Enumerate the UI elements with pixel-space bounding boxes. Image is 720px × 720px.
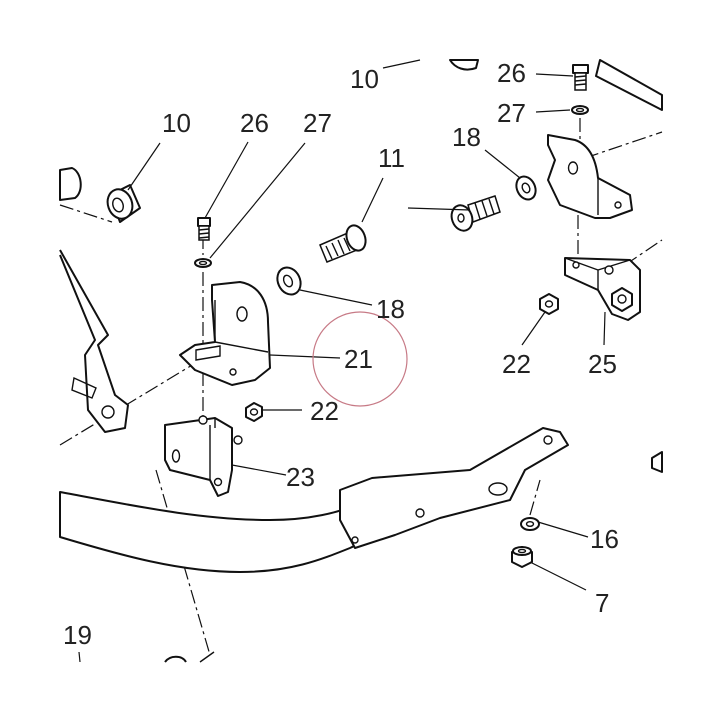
spacer-part-10-left (106, 184, 141, 223)
callout-10-left: 10 (162, 108, 191, 138)
callout-22-left: 22 (310, 396, 339, 426)
nut-part-22-right (539, 293, 559, 315)
bracket-part-21 (179, 281, 271, 386)
callout-18-right: 18 (452, 122, 481, 152)
callout-25: 25 (588, 349, 617, 379)
callout-26-right: 26 (497, 58, 526, 88)
upper-right-rod (595, 59, 663, 111)
shoulder-bolt-part-11 (319, 224, 367, 263)
callout-7: 7 (595, 588, 609, 618)
washer-part-18-left (276, 266, 302, 296)
nut-part-22-left (245, 402, 263, 422)
right-upper-bracket (547, 134, 633, 219)
shoulder-bolt-part-11-right (450, 195, 501, 232)
part-10-top-fragment (449, 59, 479, 71)
highlight-circle (312, 311, 408, 407)
bracket-part-23 (164, 415, 243, 497)
callout-labels: 10 26 27 18 10 26 27 11 18 21 22 23 22 2… (63, 58, 619, 650)
washer-part-18-right (515, 175, 537, 201)
callout-21: 21 (344, 344, 373, 374)
bottom-fragment (164, 651, 215, 663)
callout-11: 11 (378, 143, 405, 173)
left-cylinder-part (59, 167, 82, 201)
nut-part-7 (511, 546, 533, 568)
washer-part-27-left (194, 258, 212, 268)
main-tube (59, 491, 375, 573)
callout-27-right: 27 (497, 98, 526, 128)
leader-lines (78, 59, 606, 663)
washer-part-16 (520, 517, 540, 531)
right-edge-fragment (651, 451, 663, 473)
callout-22-right: 22 (502, 349, 531, 379)
bolt-part-26-right (572, 64, 589, 91)
callout-19: 19 (63, 620, 92, 650)
callout-16: 16 (590, 524, 619, 554)
callout-27-left: 27 (303, 108, 332, 138)
callout-26-left: 26 (240, 108, 269, 138)
bracket-part-25 (564, 257, 641, 321)
callout-18-left: 18 (376, 294, 405, 324)
washer-part-27-right (571, 105, 589, 115)
plate-bracket (339, 427, 569, 549)
callout-23: 23 (286, 462, 315, 492)
left-frame-arm (59, 249, 129, 433)
callout-10-top: 10 (350, 64, 379, 94)
bolt-part-26-left (197, 217, 211, 241)
